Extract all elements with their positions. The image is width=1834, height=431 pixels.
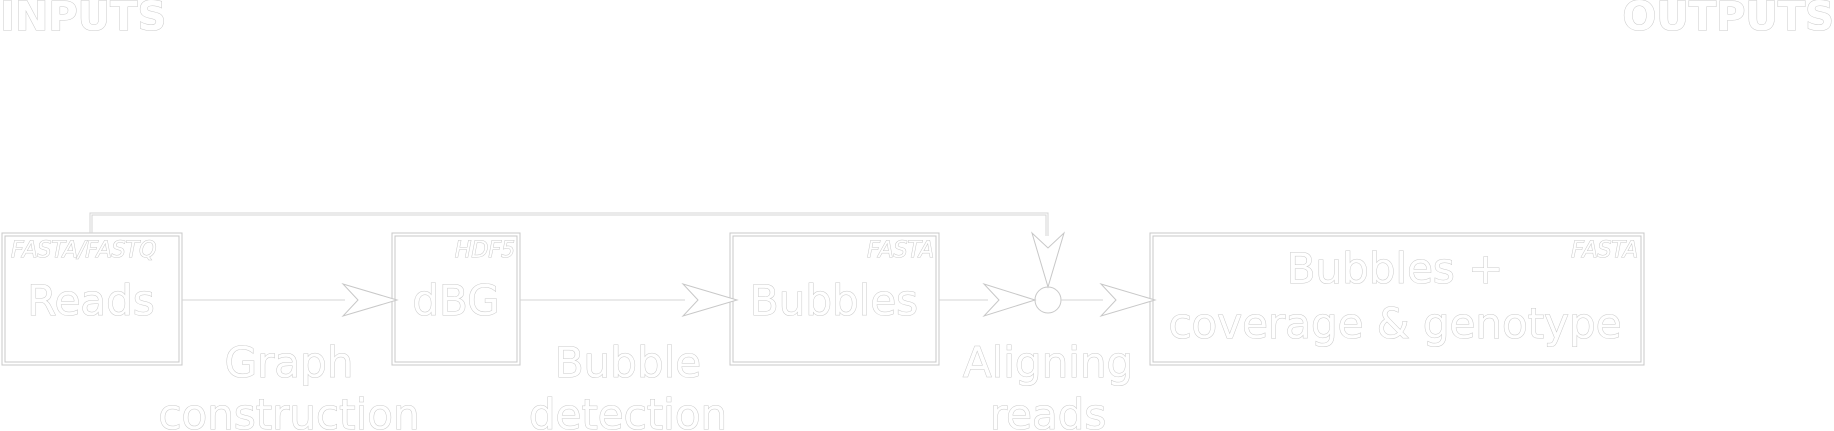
dbg-label: dBG <box>412 276 499 325</box>
bubbles-label: Bubbles <box>750 276 918 325</box>
outputs-heading: OUTPUTS <box>1622 0 1834 40</box>
step-bubble-detection: Bubble detection <box>528 338 727 431</box>
step-graph-construction-line2: construction <box>158 390 419 431</box>
step-aligning-reads-line2: reads <box>990 390 1106 431</box>
dbg-node: HDF5 dBG <box>391 232 521 366</box>
connector-reads-junction-inner <box>91 214 1047 236</box>
reads-format: FASTA/FASTQ <box>11 238 156 263</box>
reads-node: FASTA/FASTQ Reads <box>1 232 183 366</box>
inputs-heading: INPUTS <box>0 0 166 40</box>
bubbles-node: FASTA Bubbles <box>729 232 940 366</box>
arrow-to-output <box>1099 282 1157 318</box>
bubbles-format: FASTA <box>867 238 934 263</box>
reads-box-inner <box>4 235 180 363</box>
step-graph-construction: Graph construction <box>158 338 420 431</box>
arrow-to-bubbles <box>681 282 739 318</box>
output-label-line1: Bubbles + <box>1287 244 1504 293</box>
dbg-format: HDF5 <box>455 238 515 263</box>
arrow-down-to-junction <box>1030 231 1066 289</box>
output-format: FASTA <box>1571 238 1638 263</box>
junction-node <box>1034 286 1062 314</box>
step-bubble-detection-line1: Bubble <box>555 338 701 387</box>
step-aligning-reads: Aligning reads <box>962 338 1133 431</box>
arrow-to-junction <box>982 282 1037 318</box>
arrow-to-dbg <box>341 282 399 318</box>
step-bubble-detection-line2: detection <box>529 390 727 431</box>
connector-reads-junction <box>89 212 1049 236</box>
output-node: FASTA Bubbles + coverage & genotype <box>1149 232 1645 366</box>
step-aligning-reads-line1: Aligning <box>963 338 1133 387</box>
output-label-line2: coverage & genotype <box>1168 299 1621 348</box>
step-graph-construction-line1: Graph <box>225 338 354 387</box>
reads-label: Reads <box>27 276 154 325</box>
